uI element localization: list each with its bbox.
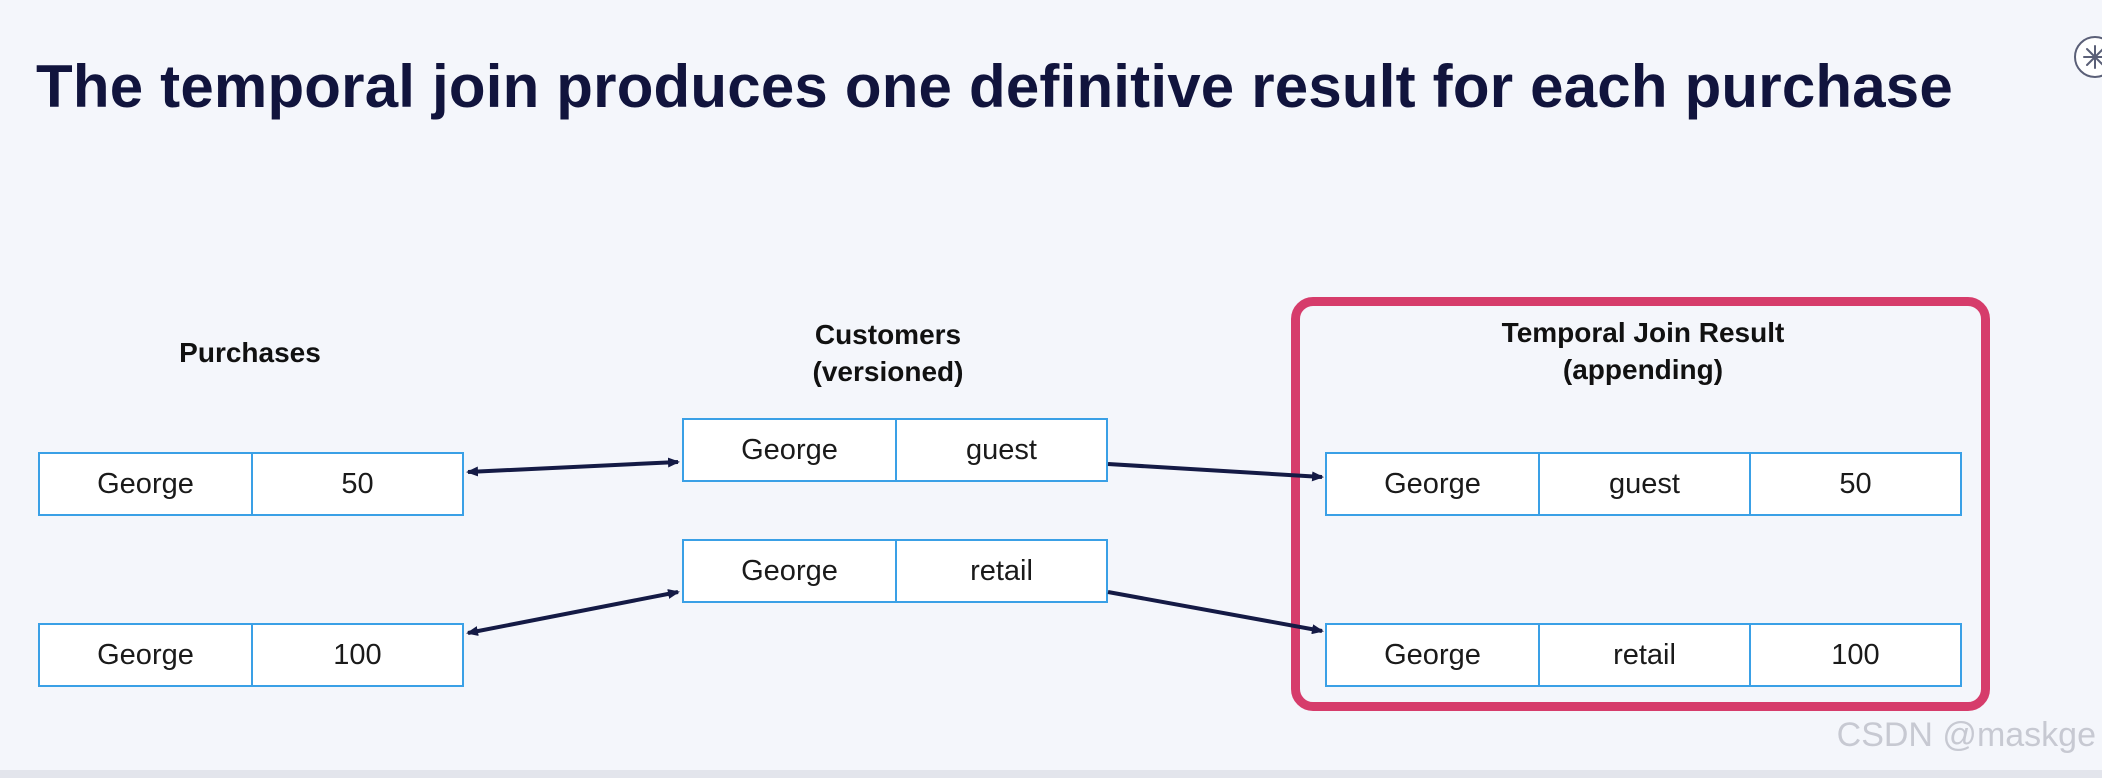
page-title: The temporal join produces one definitiv… (36, 53, 1953, 120)
purchase-customer-link-arrow (466, 589, 680, 636)
result-amount-cell: 100 (1749, 625, 1960, 685)
purchase-name-cell: George (97, 467, 194, 500)
result-title: Temporal Join Result (appending) (1502, 314, 1785, 388)
customers-title-line2: (versioned) (812, 356, 964, 387)
result-row: George retail 100 (1325, 623, 1962, 687)
customers-title: Customers (versioned) (813, 316, 964, 390)
customer-result-link-arrow (1107, 462, 1324, 482)
purchase-row: George 50 (38, 452, 464, 516)
customers-title-line1: Customers (814, 319, 962, 350)
purchases-title-label: Purchases (179, 337, 321, 368)
result-amount-cell: 50 (1749, 454, 1960, 514)
result-name-cell: George (1384, 467, 1481, 500)
result-highlight-frame (1291, 297, 1990, 711)
customer-status-cell: guest (895, 420, 1106, 480)
starburst-icon (2074, 36, 2102, 78)
bottom-bar (0, 770, 2102, 778)
purchase-amount-cell: 50 (251, 454, 462, 514)
result-name-cell: George (1384, 638, 1481, 671)
customer-result-link-arrow (1107, 590, 1324, 635)
customer-status-cell: retail (895, 541, 1106, 601)
purchase-row: George 100 (38, 623, 464, 687)
customer-name-cell: George (741, 433, 838, 466)
purchase-amount-cell: 100 (251, 625, 462, 685)
purchase-customer-link-arrow (466, 457, 680, 477)
result-status-cell: guest (1538, 454, 1749, 514)
customer-row: George guest (682, 418, 1108, 482)
watermark-text: CSDN @maskge (1836, 716, 2096, 754)
purchase-name-cell: George (97, 638, 194, 671)
result-title-line2: (appending) (1562, 354, 1724, 385)
result-title-line1: Temporal Join Result (1501, 317, 1785, 348)
customer-row: George retail (682, 539, 1108, 603)
result-status-cell: retail (1538, 625, 1749, 685)
purchases-title: Purchases (179, 334, 321, 371)
starburst-icon-glyph (2083, 45, 2102, 69)
result-row: George guest 50 (1325, 452, 1962, 516)
customer-name-cell: George (741, 554, 838, 587)
